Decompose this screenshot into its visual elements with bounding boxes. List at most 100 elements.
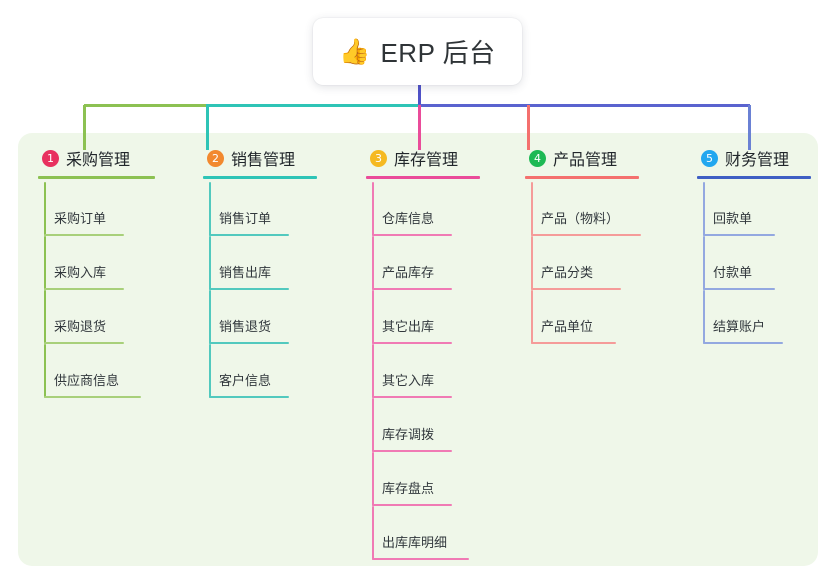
- leaf-stem: [209, 182, 211, 236]
- leaf-underline: [531, 234, 641, 236]
- leaf-item[interactable]: 仓库信息: [366, 182, 458, 236]
- leaf-stem: [531, 236, 533, 290]
- branch-items-1: 采购订单 采购入库 采购退货 供应商信息: [38, 182, 141, 398]
- branch-column-3: 3 库存管理 仓库信息 产品库存 其它出库 其它入库: [366, 146, 480, 560]
- branch-header-1[interactable]: 1 采购管理: [38, 146, 155, 179]
- leaf-stem: [44, 236, 46, 290]
- branch-title-4: 产品管理: [553, 152, 618, 169]
- branch-underline-4: [525, 176, 639, 179]
- leaf-underline: [372, 450, 452, 452]
- leaf-label: 客户信息: [219, 373, 272, 388]
- leaf-underline: [209, 234, 289, 236]
- leaf-item[interactable]: 结算账户: [697, 290, 789, 344]
- leaf-label: 产品分类: [541, 265, 594, 280]
- leaf-item[interactable]: 库存调拨: [366, 398, 458, 452]
- leaf-stem: [372, 236, 374, 290]
- leaf-item[interactable]: 销售退货: [203, 290, 295, 344]
- leaf-item[interactable]: 产品单位: [525, 290, 617, 344]
- branch-number-badge-4: 4: [529, 149, 546, 167]
- leaf-label: 付款单: [713, 265, 753, 280]
- leaf-stem: [531, 290, 533, 344]
- leaf-stem: [209, 290, 211, 344]
- branch-underline-3: [366, 176, 480, 179]
- leaf-label: 其它入库: [382, 373, 435, 388]
- leaf-item[interactable]: 其它出库: [366, 290, 458, 344]
- branch-header-4[interactable]: 4 产品管理: [525, 146, 639, 179]
- leaf-item[interactable]: 产品（物料）: [525, 182, 641, 236]
- branch-items-3: 仓库信息 产品库存 其它出库 其它入库 库存调拨: [366, 182, 469, 560]
- thumbs-up-icon: 👍: [339, 37, 371, 66]
- leaf-item[interactable]: 付款单: [697, 236, 789, 290]
- leaf-label: 采购订单: [54, 211, 107, 226]
- branch-title-3: 库存管理: [394, 152, 459, 169]
- leaf-underline: [531, 288, 621, 290]
- leaf-underline: [209, 288, 289, 290]
- leaf-item[interactable]: 采购订单: [38, 182, 130, 236]
- leaf-label: 销售退货: [219, 319, 272, 334]
- leaf-item[interactable]: 客户信息: [203, 344, 295, 398]
- leaf-underline: [372, 342, 452, 344]
- root-node-content: 👍 ERP 后台: [339, 33, 495, 70]
- leaf-label: 产品（物料）: [541, 211, 620, 226]
- leaf-stem: [209, 236, 211, 290]
- leaf-stem: [44, 290, 46, 344]
- leaf-item[interactable]: 出库库明细: [366, 506, 469, 560]
- leaf-underline: [372, 504, 452, 506]
- leaf-item[interactable]: 其它入库: [366, 344, 458, 398]
- leaf-label: 库存盘点: [382, 481, 435, 496]
- leaf-item[interactable]: 库存盘点: [366, 452, 458, 506]
- branch-underline-1: [38, 176, 155, 179]
- branch-items-4: 产品（物料） 产品分类 产品单位: [525, 182, 641, 344]
- root-node-title: ERP 后台: [380, 38, 496, 68]
- leaf-label: 供应商信息: [54, 373, 120, 388]
- branch-header-2[interactable]: 2 销售管理: [203, 146, 317, 179]
- leaf-label: 采购退货: [54, 319, 107, 334]
- leaf-stem: [372, 290, 374, 344]
- leaf-underline: [44, 234, 124, 236]
- branch-underline-2: [203, 176, 317, 179]
- leaf-item[interactable]: 采购退货: [38, 290, 130, 344]
- leaf-underline: [372, 288, 452, 290]
- leaf-underline: [44, 342, 124, 344]
- leaf-stem: [372, 182, 374, 236]
- branch-header-3[interactable]: 3 库存管理: [366, 146, 480, 179]
- leaf-stem: [209, 344, 211, 398]
- leaf-stem: [44, 344, 46, 398]
- leaf-label: 仓库信息: [382, 211, 435, 226]
- leaf-label: 回款单: [713, 211, 753, 226]
- diagram-panel: [18, 133, 818, 566]
- leaf-underline: [703, 234, 775, 236]
- leaf-item[interactable]: 产品分类: [525, 236, 621, 290]
- leaf-item[interactable]: 销售出库: [203, 236, 295, 290]
- branch-number-badge-5: 5: [701, 149, 718, 167]
- branch-number-badge-3: 3: [370, 149, 387, 167]
- leaf-stem: [372, 452, 374, 506]
- leaf-item[interactable]: 产品库存: [366, 236, 458, 290]
- branch-number-badge-2: 2: [207, 149, 224, 167]
- root-node-card[interactable]: 👍 ERP 后台: [313, 18, 522, 85]
- leaf-underline: [372, 558, 469, 560]
- leaf-underline: [703, 342, 783, 344]
- leaf-label: 出库库明细: [382, 535, 448, 550]
- leaf-label: 库存调拨: [382, 427, 435, 442]
- leaf-stem: [44, 182, 46, 236]
- leaf-stem: [703, 290, 705, 344]
- leaf-stem: [703, 236, 705, 290]
- leaf-label: 产品库存: [382, 265, 435, 280]
- leaf-item[interactable]: 回款单: [697, 182, 789, 236]
- branch-items-5: 回款单 付款单 结算账户: [697, 182, 789, 344]
- leaf-stem: [372, 344, 374, 398]
- leaf-stem: [372, 398, 374, 452]
- branch-header-5[interactable]: 5 财务管理: [697, 146, 811, 179]
- branch-underline-5: [697, 176, 811, 179]
- leaf-item[interactable]: 销售订单: [203, 182, 295, 236]
- leaf-underline: [703, 288, 775, 290]
- leaf-underline: [44, 396, 141, 398]
- leaf-stem: [703, 182, 705, 236]
- leaf-item[interactable]: 采购入库: [38, 236, 130, 290]
- leaf-underline: [209, 342, 289, 344]
- leaf-label: 结算账户: [713, 319, 766, 334]
- leaf-item[interactable]: 供应商信息: [38, 344, 141, 398]
- leaf-underline: [372, 234, 452, 236]
